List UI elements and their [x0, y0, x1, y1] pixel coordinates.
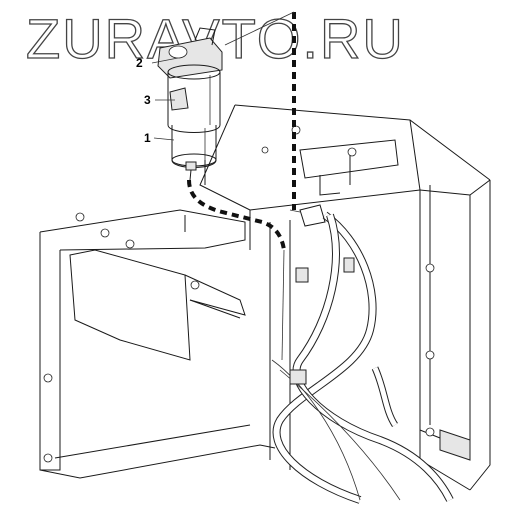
- side-guard-panel: [69, 249, 246, 361]
- bolt: [43, 373, 53, 383]
- watermark-text: ZURAVTO.RU: [26, 7, 405, 70]
- callout-leaders: [151, 57, 179, 141]
- callout-3: 3: [144, 93, 151, 107]
- fuel-filter-assembly: [157, 27, 223, 185]
- callout-2: 2: [136, 56, 143, 70]
- bolt: [100, 228, 110, 238]
- bolt: [425, 350, 435, 360]
- bolt: [75, 212, 85, 222]
- frame-bolts: [43, 125, 435, 463]
- bolt: [425, 263, 435, 273]
- bolt: [261, 146, 269, 154]
- fuel-hoses: [271, 211, 454, 504]
- brackets: [289, 204, 355, 385]
- bolt: [425, 427, 435, 437]
- bolt: [347, 147, 357, 157]
- bolt: [190, 280, 200, 290]
- filter-head-bolt: [168, 45, 188, 59]
- callout-1: 1: [144, 131, 151, 145]
- sensor-wiring: [187, 11, 301, 361]
- chassis-frame: [39, 104, 491, 491]
- bolt: [125, 239, 135, 249]
- bolt: [43, 453, 53, 463]
